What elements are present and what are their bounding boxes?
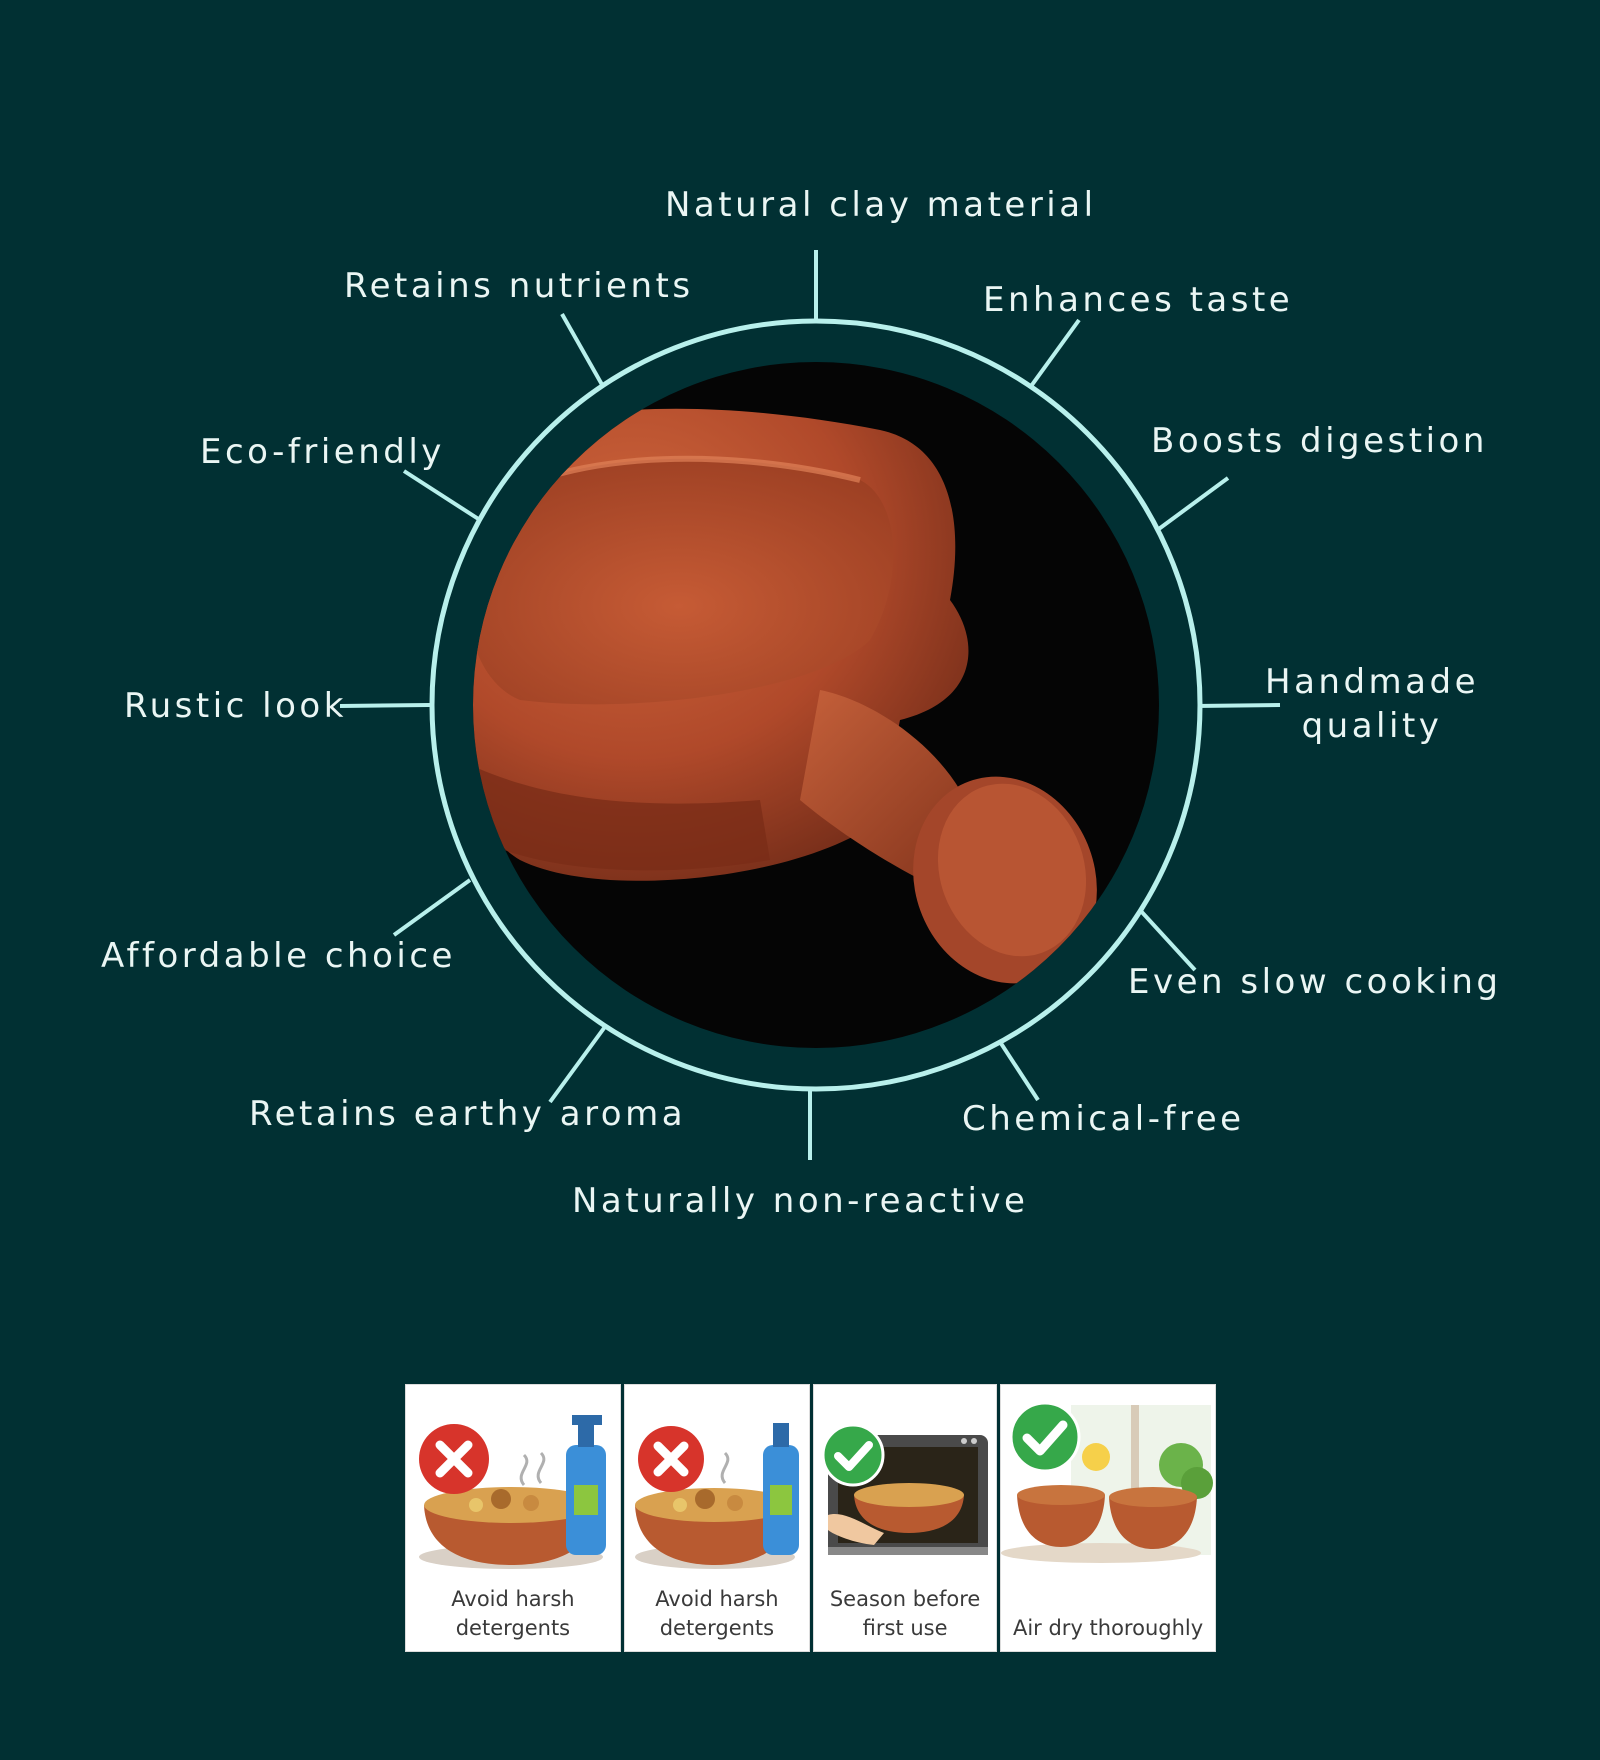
feature-affordable-choice: Affordable choice bbox=[101, 936, 456, 976]
feature-eco-friendly: Eco-friendly bbox=[200, 432, 445, 472]
feature-boosts-digestion: Boosts digestion bbox=[1151, 421, 1488, 461]
care-caption: Season before first use bbox=[829, 1587, 981, 1640]
feature-chemical-free: Chemical-free bbox=[962, 1099, 1245, 1139]
care-caption: Air dry thoroughly bbox=[1012, 1616, 1204, 1640]
check-icon bbox=[821, 1423, 885, 1487]
feature-rustic-look: Rustic look bbox=[124, 686, 347, 726]
feature-retains-nutrients: Retains nutrients bbox=[344, 266, 694, 306]
care-caption: Avoid harsh detergents bbox=[655, 1587, 779, 1640]
care-illustration bbox=[1001, 1405, 1214, 1563]
care-card: Season before first use bbox=[812, 1384, 998, 1652]
feature-natural-clay: Natural clay material bbox=[665, 185, 1097, 225]
care-card: Air dry thoroughly bbox=[1000, 1384, 1216, 1652]
care-illustration bbox=[419, 1415, 606, 1569]
feature-enhances-taste: Enhances taste bbox=[983, 280, 1294, 320]
care-illustration bbox=[634, 1423, 799, 1569]
care-card: Avoid harsh detergents bbox=[405, 1384, 621, 1652]
check-icon bbox=[1009, 1401, 1081, 1473]
cross-icon bbox=[419, 1424, 489, 1494]
clay-pan-image bbox=[473, 408, 1097, 984]
care-card: Avoid harsh detergents bbox=[623, 1384, 810, 1652]
feature-even-slow-cooking: Even slow cooking bbox=[1128, 962, 1502, 1002]
feature-handmade-quality: Handmade quality bbox=[1265, 662, 1479, 746]
cross-icon bbox=[637, 1426, 704, 1492]
feature-earthy-aroma: Retains earthy aroma bbox=[249, 1094, 687, 1134]
care-instructions: Avoid harsh detergents Avoid harsh deter… bbox=[405, 1384, 1216, 1652]
feature-non-reactive: Naturally non-reactive bbox=[572, 1181, 1029, 1221]
care-caption: Avoid harsh detergents bbox=[451, 1587, 575, 1640]
